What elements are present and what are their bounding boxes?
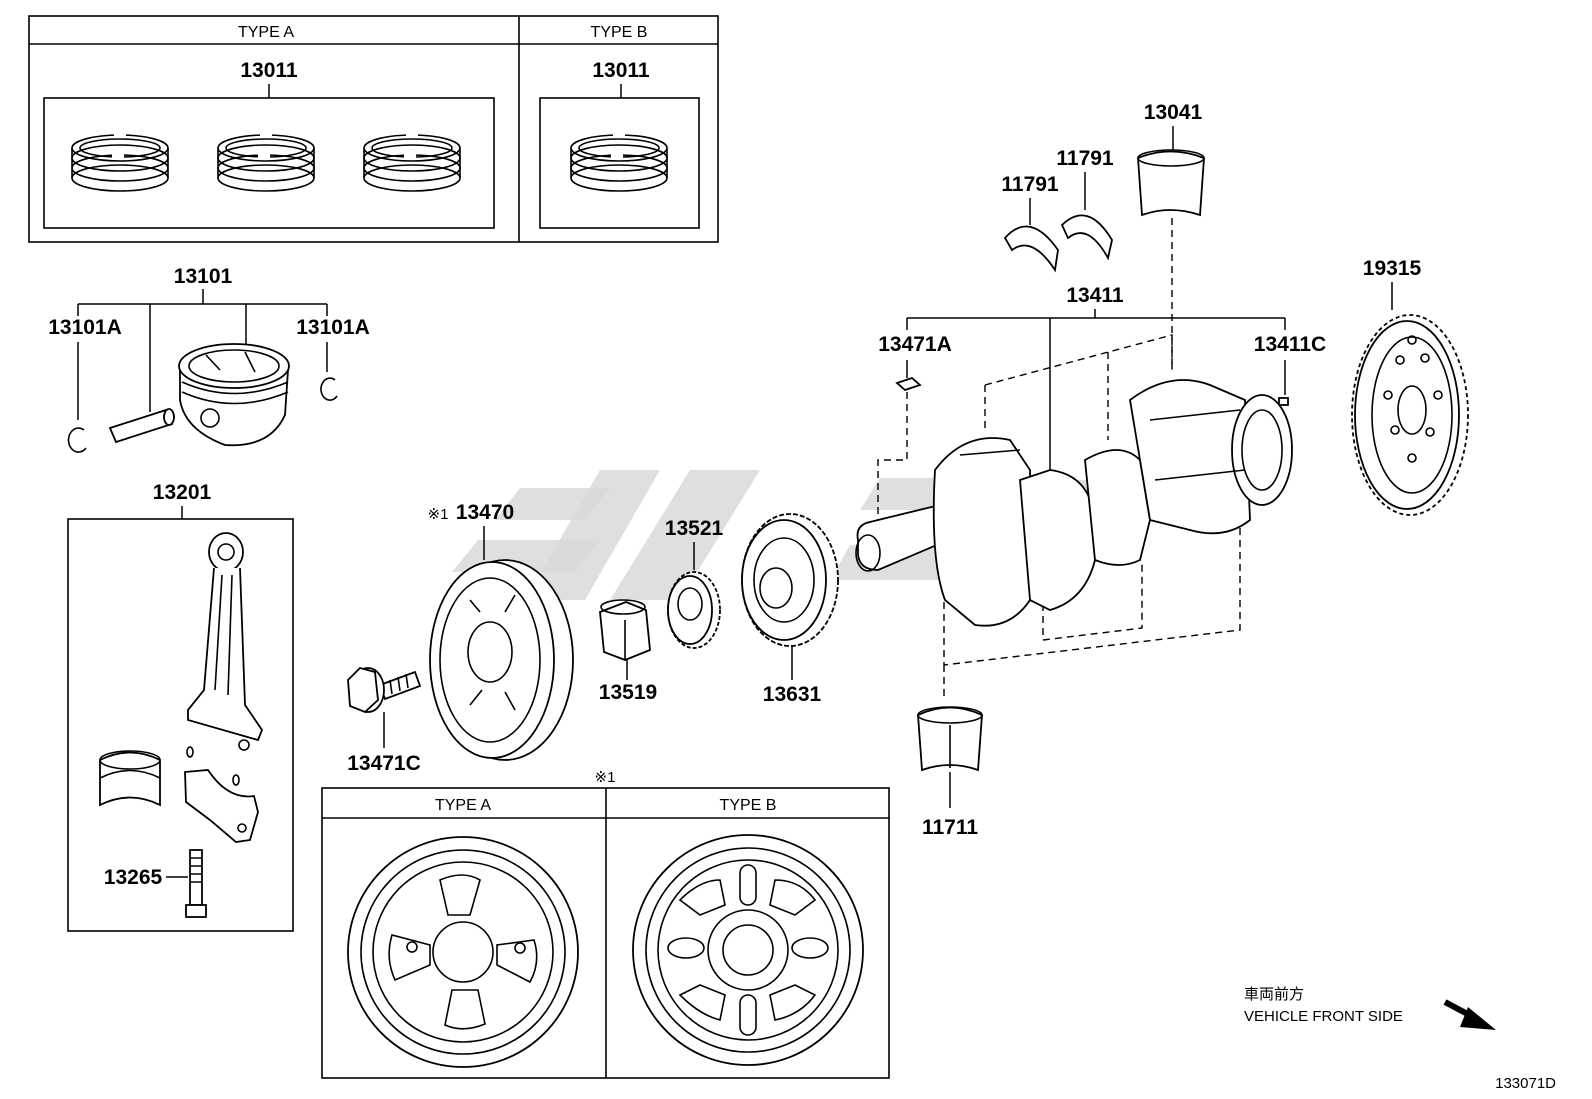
label-13411: 13411 (1066, 284, 1124, 307)
crank-pulley-icon (429, 559, 574, 761)
label-13471c: 13471C (347, 752, 421, 775)
piston-ring-set-icon (569, 133, 669, 193)
label-13101: 13101 (174, 265, 233, 288)
piston-pin-icon (108, 408, 175, 444)
pulley-types-box: ※1 TYPE A TYPE B (321, 769, 890, 1079)
woodruff-key-icon (895, 376, 922, 392)
piston-icon (178, 343, 290, 447)
label-11791-right: 11791 (1056, 147, 1114, 170)
ring-type-b-header: TYPE B (591, 24, 648, 41)
piston-ring-set-icon (362, 133, 462, 193)
label-19315: 19315 (1363, 257, 1422, 280)
collar-icon (599, 599, 651, 661)
label-13411c: 13411C (1254, 333, 1326, 356)
pulley-type-b-icon (632, 834, 864, 1066)
pulley-note-mark: ※1 (428, 506, 449, 523)
vehicle-front-jp: 車両前方 (1244, 986, 1304, 1003)
label-13201: 13201 (153, 481, 212, 504)
label-13471a: 13471A (878, 333, 952, 356)
label-13041: 13041 (1144, 101, 1203, 124)
vehicle-front-en: VEHICLE FRONT SIDE (1244, 1008, 1403, 1025)
diagram-id: 133071D (1495, 1075, 1556, 1092)
dowel-icon (186, 746, 194, 758)
ring-type-a-header: TYPE A (238, 24, 294, 41)
crank-sprocket-icon (667, 571, 721, 649)
crank-gear-icon (741, 513, 839, 647)
ring-set-box: TYPE A TYPE B 13011 13011 (28, 15, 719, 243)
rod-bearing-icon (99, 750, 161, 807)
label-13521: 13521 (665, 517, 724, 540)
rod-bolt-icon (185, 849, 207, 918)
snap-ring-icon (320, 377, 338, 401)
label-13265: 13265 (104, 866, 163, 889)
label-11711: 11711 (922, 816, 978, 839)
dowel-icon (232, 774, 240, 786)
pulley-type-b-header: TYPE B (720, 797, 777, 814)
lower-main-bearing-icon (917, 706, 983, 772)
piston-ring-set-icon (70, 133, 170, 193)
timing-rotor-group: 19315 (1351, 257, 1469, 516)
label-13101a-right: 13101A (296, 316, 370, 339)
label-13101a-left: 13101A (48, 316, 122, 339)
conrod-box: 13201 13265 (67, 481, 294, 932)
label-13631: 13631 (763, 683, 822, 706)
label-13011-type-b: 13011 (592, 59, 650, 82)
piston-ring-set-icon (216, 133, 316, 193)
pulley-bolt-icon (347, 666, 422, 714)
piston-group: 13101 13101A 13101A (48, 265, 370, 453)
front-direction-arrow-icon (1443, 999, 1496, 1030)
snap-ring-icon (67, 427, 87, 453)
crank-pin-icon (1278, 397, 1289, 406)
thrust-washer-icon (1003, 225, 1059, 273)
connecting-rod-icon (187, 532, 264, 751)
pulley-box-note-mark: ※1 (595, 769, 616, 786)
label-13011-type-a: 13011 (240, 59, 298, 82)
thrust-washer-icon (1060, 214, 1113, 261)
timing-rotor-icon (1351, 314, 1469, 516)
pulley-type-a-icon (347, 836, 579, 1068)
pulley-group: ※1 13470 13471C (347, 501, 574, 775)
rod-cap-icon (184, 769, 259, 843)
crankshaft-group: 13041 11791 11791 13411 13471A 13411C (855, 101, 1326, 839)
timing-parts-group: 13519 13521 13631 (599, 513, 839, 706)
label-13519: 13519 (599, 681, 657, 704)
pulley-type-a-header: TYPE A (435, 797, 491, 814)
orientation-note: 車両前方 VEHICLE FRONT SIDE (1244, 986, 1496, 1030)
crankshaft-icon (855, 379, 1293, 627)
label-13470: 13470 (456, 501, 514, 524)
upper-main-bearing-icon (1137, 149, 1205, 217)
label-11791-left: 11791 (1001, 173, 1059, 196)
